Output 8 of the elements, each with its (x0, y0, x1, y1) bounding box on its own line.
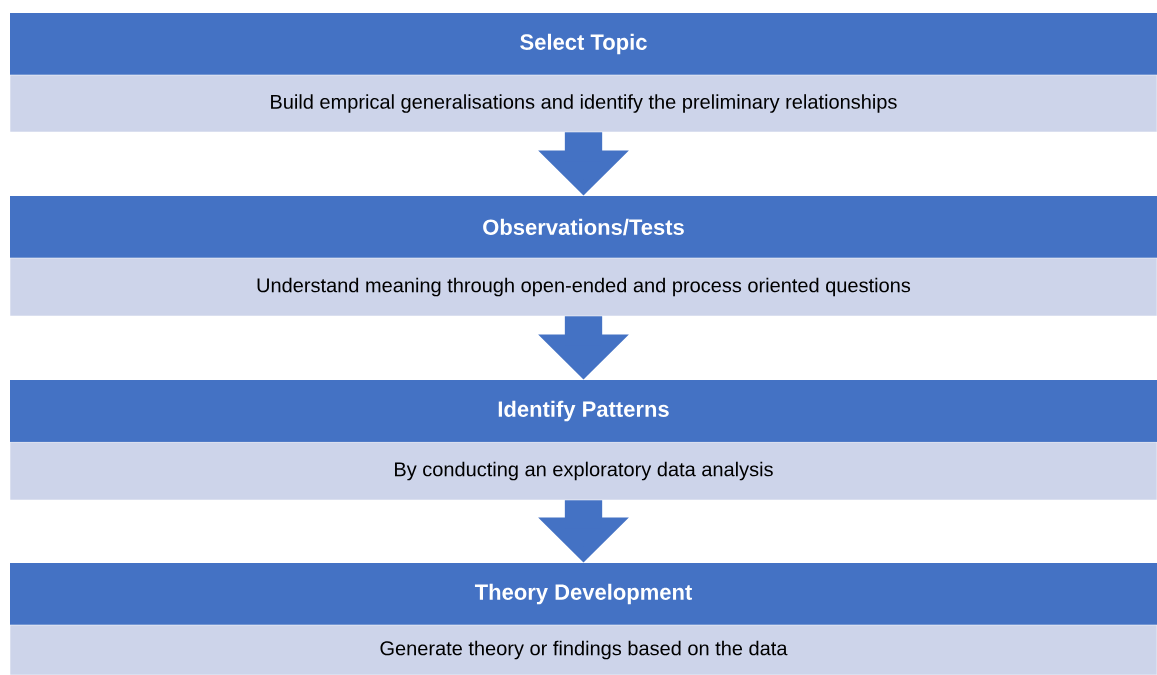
step-header-band: Identify Patterns (10, 380, 1157, 442)
step-header-band: Theory Development (10, 563, 1157, 625)
step-header-band: Observations/Tests (10, 196, 1157, 258)
step-header-band: Select Topic (10, 13, 1157, 75)
step-description-band: Build emprical generalisations and identify the preliminary relationships (9, 74, 1157, 133)
step-description-band: By conducting an exploratory data analysis (9, 441, 1157, 501)
step-description-band: Generate theory or findings based on the data (9, 624, 1157, 675)
step-description-band: Understand meaning through open-ended and process oriented questions (9, 257, 1157, 317)
